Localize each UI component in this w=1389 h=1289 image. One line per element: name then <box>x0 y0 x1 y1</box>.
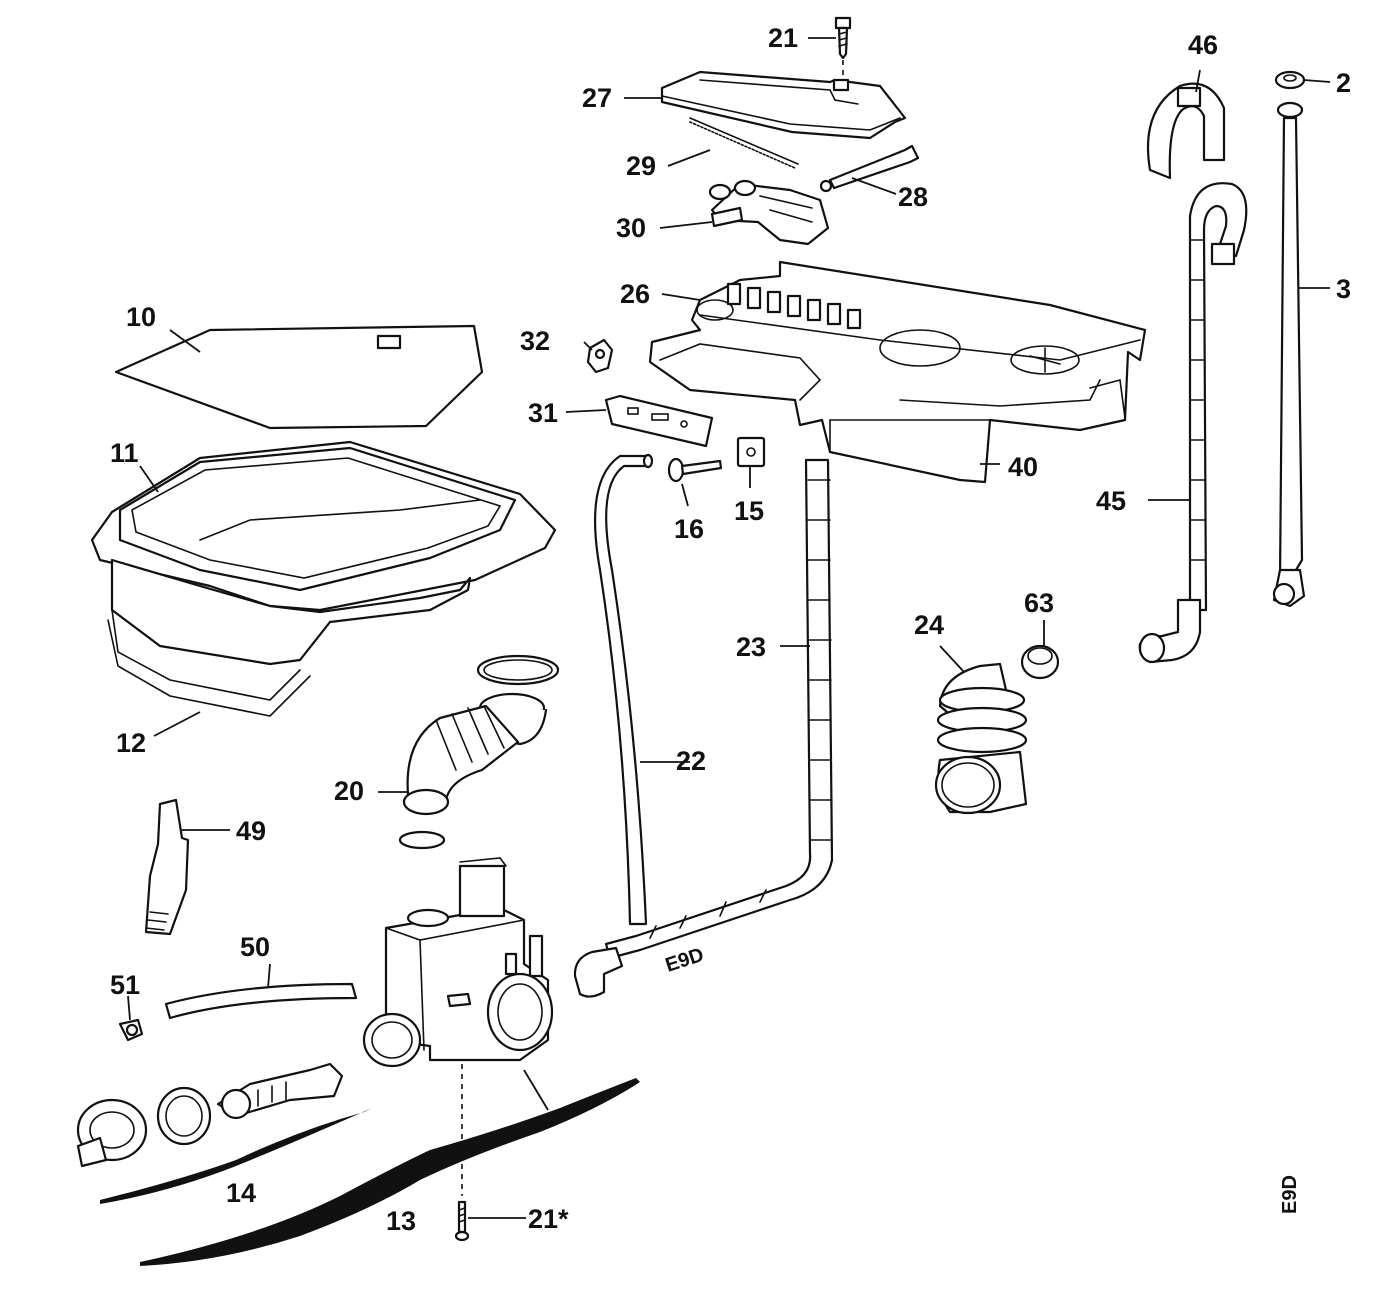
bellows-24 <box>934 662 1028 815</box>
gasket-11 <box>90 440 557 612</box>
label-29: 29 <box>626 151 656 181</box>
label-45: 45 <box>1096 486 1126 516</box>
cover-27 <box>660 70 907 140</box>
label-46: 46 <box>1188 30 1218 60</box>
label-22: 22 <box>676 746 706 776</box>
bolt-16 <box>667 457 723 483</box>
label-30: 30 <box>616 213 646 243</box>
sheet-code-label: E9D <box>1279 1175 1301 1214</box>
clip-51 <box>118 1018 144 1042</box>
label-13: 13 <box>386 1206 416 1236</box>
label-2: 2 <box>1336 68 1351 98</box>
label-27: 27 <box>582 83 612 113</box>
tray-26-40 <box>648 260 1147 484</box>
label-21-bottom: 21* <box>528 1204 569 1234</box>
spring-29 <box>689 117 799 169</box>
label-63: 63 <box>1024 588 1054 618</box>
label-40: 40 <box>1008 452 1038 482</box>
label-15: 15 <box>734 496 764 526</box>
label-31: 31 <box>528 398 558 428</box>
label-26: 26 <box>620 279 650 309</box>
bracket-31 <box>604 394 714 448</box>
label-28: 28 <box>898 182 928 212</box>
clip-32 <box>586 338 614 374</box>
label-24: 24 <box>914 610 944 640</box>
valve-30 <box>708 179 830 246</box>
label-10: 10 <box>126 302 156 332</box>
leader-lines <box>127 37 1331 1219</box>
screw-21-bottom <box>454 1200 470 1242</box>
cap-63 <box>1020 644 1060 680</box>
brush-49 <box>144 798 190 936</box>
group-bracket-14 <box>100 1108 372 1204</box>
hose-code-label: E9D <box>663 944 707 977</box>
hose-22 <box>594 453 654 926</box>
label-14: 14 <box>226 1178 256 1208</box>
hose-20 <box>398 654 560 850</box>
label-32: 32 <box>520 326 550 356</box>
label-3: 3 <box>1336 274 1351 304</box>
label-12: 12 <box>116 728 146 758</box>
filter-14 <box>76 1062 344 1168</box>
hose-45 <box>1138 182 1248 664</box>
label-11: 11 <box>110 438 139 468</box>
label-50: 50 <box>240 932 270 962</box>
washer-2 <box>1274 70 1306 90</box>
tube-50 <box>164 982 358 1020</box>
label-49: 49 <box>236 816 266 846</box>
lid-10 <box>114 324 484 430</box>
hose-guide-46 <box>1146 82 1226 180</box>
nut-15 <box>736 436 766 468</box>
label-21-top: 21 <box>768 23 798 53</box>
hose-3 <box>1272 101 1306 608</box>
screw-21-top <box>834 16 852 88</box>
label-16: 16 <box>674 514 704 544</box>
group-bracket-13 <box>140 1078 640 1266</box>
label-20: 20 <box>334 776 364 806</box>
hose-23 <box>573 458 834 998</box>
pump-13 <box>362 857 554 1196</box>
seal-12 <box>107 558 472 717</box>
label-23: 23 <box>736 632 766 662</box>
rod-28 <box>819 144 920 193</box>
label-51: 51 <box>110 970 140 1000</box>
